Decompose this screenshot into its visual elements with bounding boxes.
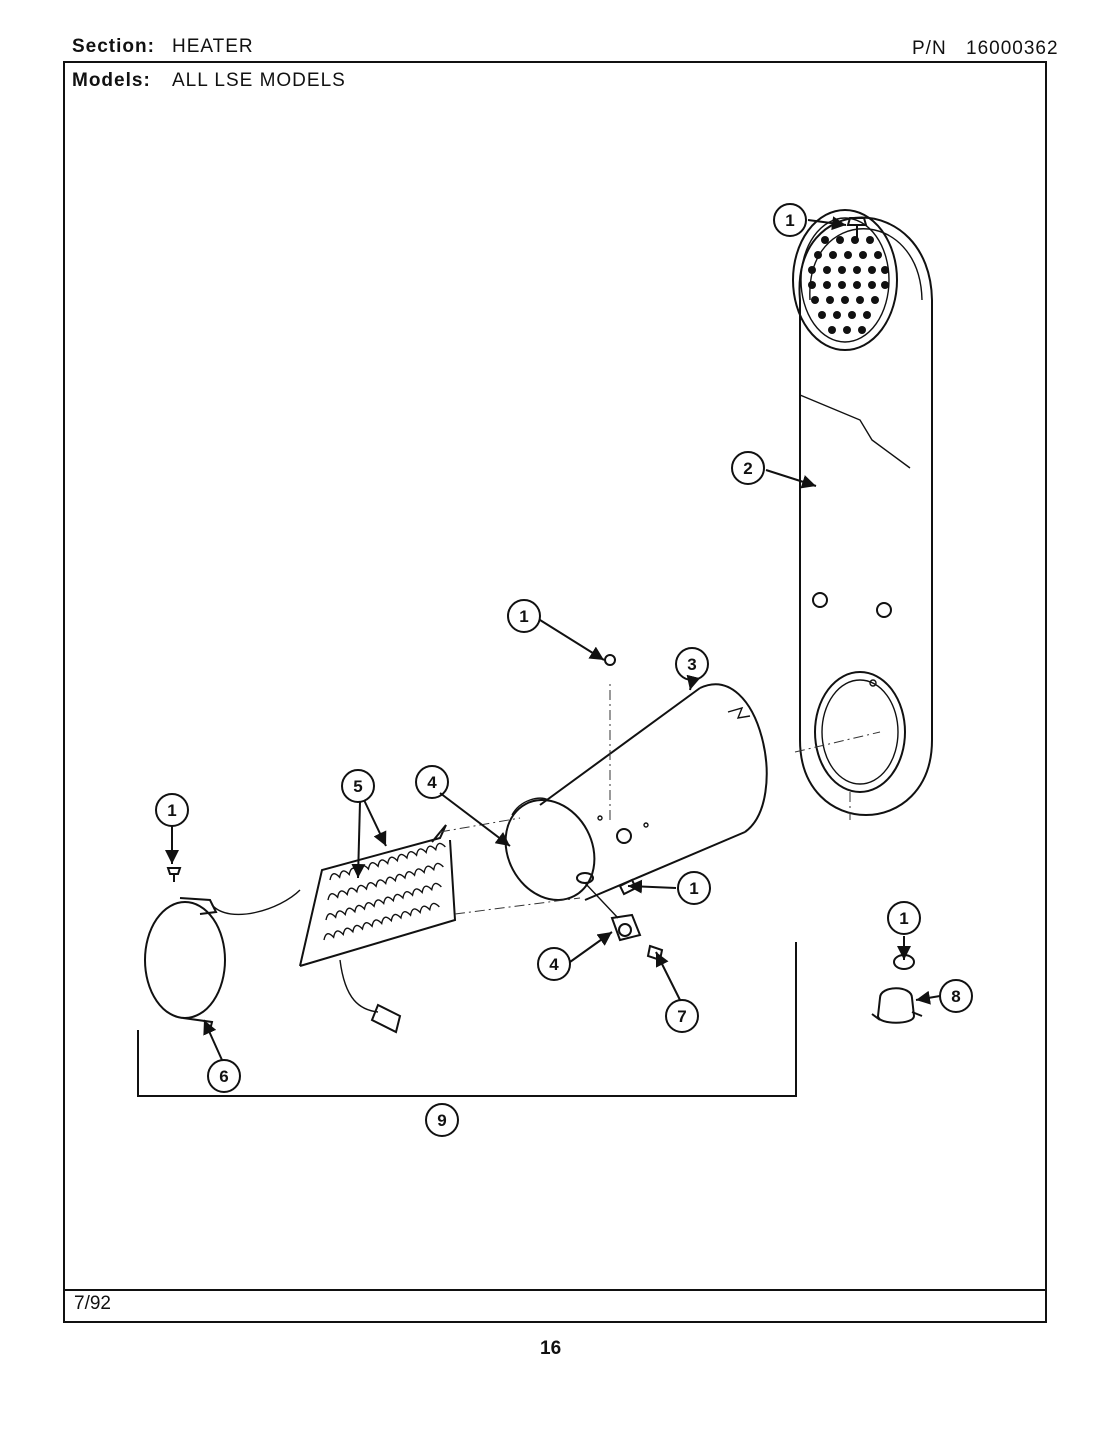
part-number-label: P/N — [912, 38, 947, 59]
screw-tube-top — [604, 654, 616, 666]
callout-8: 8 — [939, 979, 973, 1013]
svg-text:1: 1 — [167, 801, 176, 820]
callout-9: 9 — [425, 1103, 459, 1137]
hi-limit-thermostat — [576, 872, 642, 942]
callout-5: 5 — [341, 769, 375, 803]
heater-tube — [504, 680, 768, 901]
svg-text:1: 1 — [899, 909, 908, 928]
page-number: 16 — [540, 1338, 562, 1359]
kit-bracket — [137, 942, 797, 1097]
callout-4-lower: 4 — [537, 947, 571, 981]
end-cover — [144, 897, 226, 1031]
svg-text:1: 1 — [519, 607, 528, 626]
svg-text:4: 4 — [549, 955, 559, 974]
callout-1-tube-bottom: 1 — [677, 871, 711, 905]
callout-1-left: 1 — [155, 793, 189, 827]
callout-2: 2 — [731, 451, 765, 485]
models-value: ALL LSE MODELS — [172, 70, 346, 91]
page-frame — [63, 61, 1047, 1323]
revision-date: 7/92 — [74, 1293, 111, 1314]
models-label: Models: — [72, 70, 151, 91]
screw-top-panel — [846, 217, 868, 240]
svg-text:8: 8 — [951, 987, 960, 1006]
svg-text:7: 7 — [677, 1007, 686, 1026]
svg-text:6: 6 — [219, 1067, 228, 1086]
svg-text:3: 3 — [687, 655, 696, 674]
rear-duct-panel — [792, 209, 933, 820]
svg-text:2: 2 — [743, 459, 752, 478]
section-value: HEATER — [172, 36, 254, 57]
section-label: Section: — [72, 36, 155, 57]
part-number-value: 16000362 — [966, 38, 1059, 59]
callout-1-right: 1 — [887, 901, 921, 935]
callout-6: 6 — [207, 1059, 241, 1093]
leader-lines — [165, 216, 941, 1061]
svg-text:1: 1 — [785, 211, 794, 230]
screw-left — [166, 867, 182, 882]
thermostat-part-8 — [871, 954, 923, 1024]
callout-1-tube-top: 1 — [507, 599, 541, 633]
callout-7: 7 — [665, 999, 699, 1033]
callout-3: 3 — [675, 647, 709, 681]
svg-text:4: 4 — [427, 773, 437, 792]
heater-element — [211, 817, 581, 1034]
svg-text:1: 1 — [689, 879, 698, 898]
callout-1-top-right: 1 — [773, 203, 807, 237]
svg-text:9: 9 — [437, 1111, 446, 1130]
callout-4-upper: 4 — [415, 765, 449, 799]
svg-text:5: 5 — [353, 777, 362, 796]
